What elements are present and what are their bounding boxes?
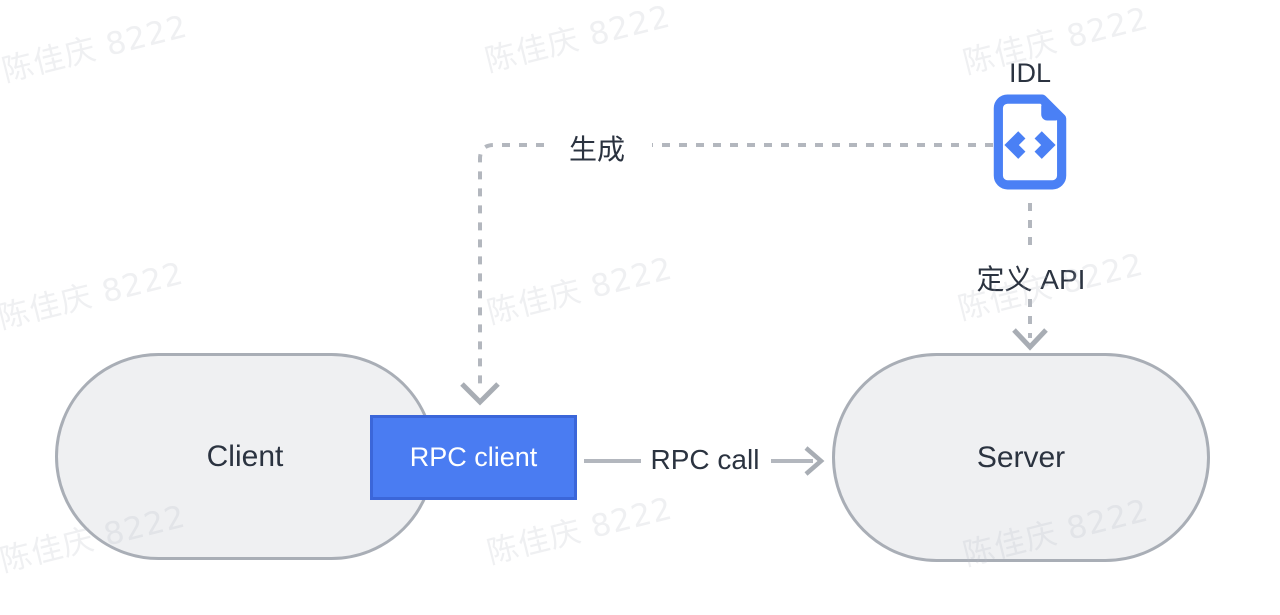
node-rpc-client: RPC client [370,415,577,500]
code-file-icon [993,94,1067,190]
node-server-label: Server [976,440,1066,474]
edge-generate-line-corner [478,143,544,392]
edge-define-api-arrowhead [1012,328,1048,351]
edge-rpc-call-label: RPC call [650,444,760,475]
edge-define-api-label: 定义 API [976,264,1086,295]
edge-generate-arrowhead [460,382,500,406]
node-idl-label: IDL [1008,58,1052,88]
node-client-label: Client [206,439,284,473]
node-server: Server [832,353,1210,562]
edge-generate-label: 生成 [568,134,625,165]
node-rpc-client-label: RPC client [409,442,538,472]
edge-rpc-call-arrowhead [804,446,825,476]
